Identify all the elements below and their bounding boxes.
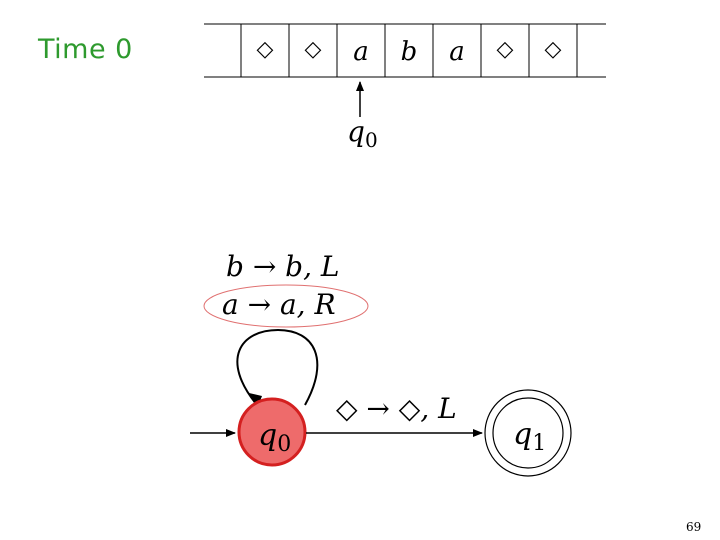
highlight-ellipse [203, 284, 369, 328]
self-loop-arc [236, 328, 319, 406]
loop-transition-1: b → b, L [226, 250, 340, 283]
state-q1-label: q1 [513, 417, 546, 456]
page-number: 69 [686, 520, 702, 534]
tape: ◇ ◇ a b a ◇ ◇ [204, 23, 606, 78]
head-state-label: q0 [347, 115, 378, 152]
state-q0-label: q0 [258, 418, 291, 457]
loop-transition-2: a → a, R [222, 288, 336, 321]
tape-cell-symbol: ◇ [305, 37, 322, 62]
state-q1: q1 [484, 389, 572, 477]
tape-cell-symbol: ◇ [257, 37, 274, 62]
tape-cell-symbol: a [449, 37, 465, 67]
tape-head: q0 [347, 81, 378, 152]
tape-cell-symbol: a [353, 37, 369, 67]
tape-cell-symbol: ◇ [545, 37, 562, 62]
state-q1-inner-circle [492, 397, 564, 469]
state-q0: q0 [237, 397, 307, 467]
self-loop-arrowhead [249, 393, 262, 409]
transition-q0-q1-label: ◇ → ◇, L [336, 392, 457, 425]
tape-cell-symbol: b [401, 37, 418, 67]
state-q0-circle [237, 397, 307, 467]
tape-cell-symbol: ◇ [497, 37, 514, 62]
loop-transition-labels: b → b, L a → a, R [203, 250, 369, 328]
tape-cells: ◇ ◇ a b a ◇ ◇ [240, 24, 578, 77]
time-label: Time 0 [38, 34, 133, 65]
